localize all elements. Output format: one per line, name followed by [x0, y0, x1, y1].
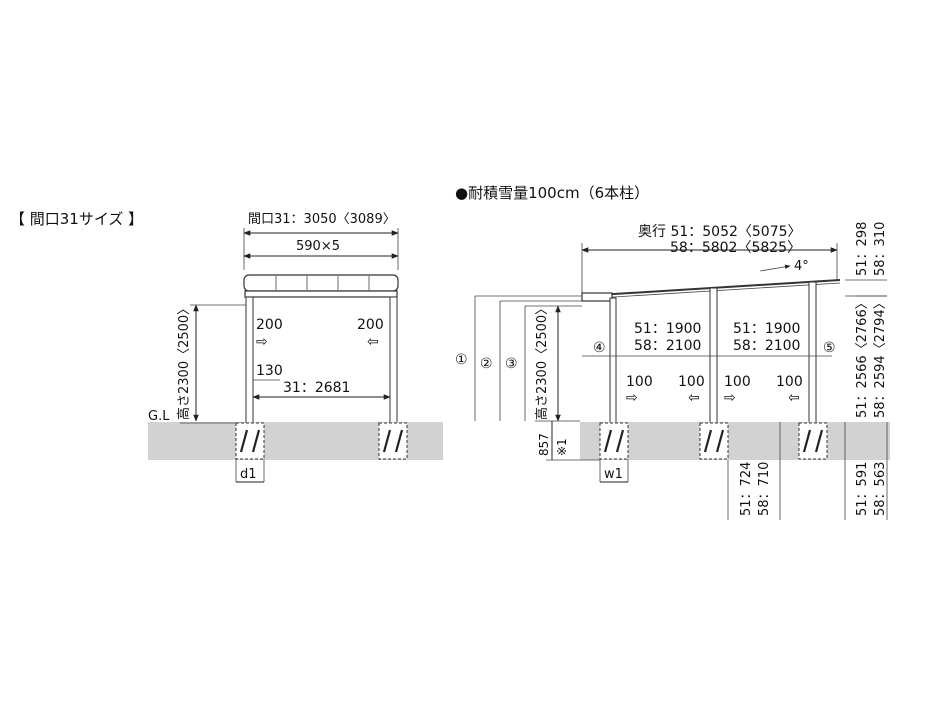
side-foundation-front	[599, 422, 629, 460]
arrow-left-icon-4: ⇦	[788, 390, 800, 406]
front-module-dimension: 590×5	[296, 239, 340, 254]
span-b-line-2: 58：2100	[733, 338, 800, 354]
circle-marker-1: ①	[455, 352, 468, 368]
roof-rise-2: 58：310	[873, 222, 888, 276]
front-inner-width-label: 31：2681	[283, 380, 350, 396]
rear-spacing-1: 51：591	[855, 462, 870, 516]
post-spacing-2: 58：710	[757, 462, 772, 516]
side-depth-dimension-2: 58：5802〈5825〉	[670, 240, 801, 256]
span-a-line-2: 58：2100	[634, 338, 701, 354]
front-height-dimension: 高さ2300〈2500〉	[176, 302, 192, 420]
arrow-left-icon-2: ⇦	[688, 390, 700, 406]
circle-marker-2: ②	[480, 356, 493, 372]
gl-label: G.L	[148, 409, 170, 424]
front-arrow-left-value: 200	[256, 317, 283, 333]
front-roof-panel	[243, 274, 399, 292]
side-post-rear	[808, 281, 817, 425]
slope-indicator	[759, 264, 791, 272]
front-arrow-right-value: 200	[357, 317, 384, 333]
span-b-line-1: 51：1900	[733, 321, 800, 337]
circle-marker-4: ④	[593, 340, 606, 356]
front-height-2: 58：2594〈2794〉	[873, 296, 888, 418]
side-post-front	[609, 297, 617, 425]
arrow-right-icon-1: ⇨	[626, 390, 638, 406]
post-spacing-1: 51：724	[739, 462, 754, 516]
front-roof-beam	[244, 290, 398, 298]
side-foundation-label: w1	[604, 467, 623, 482]
arrow-value-2: 100	[678, 374, 705, 390]
front-left-post	[245, 296, 254, 428]
circle-marker-3: ③	[505, 356, 518, 372]
circle-marker-5: ⑤	[823, 340, 836, 356]
side-ground	[580, 422, 890, 460]
roof-rise-1: 51：298	[855, 222, 870, 276]
front-left-foundation	[235, 422, 265, 460]
arrow-value-1: 100	[626, 374, 653, 390]
side-depth-dimension-1: 奥行 51：5052〈5075〉	[638, 223, 802, 240]
span-a-line-1: 51：1900	[634, 321, 701, 337]
rear-spacing-2: 58：563	[873, 462, 888, 516]
front-right-foundation	[378, 422, 408, 460]
arrow-right-icon-3: ⇨	[724, 390, 736, 406]
front-arrow-right-icon: ⇦	[367, 334, 379, 350]
slope-label: 4°	[794, 259, 809, 274]
side-foundation-middle	[699, 422, 729, 460]
front-foundation-label: d1	[240, 467, 257, 482]
front-view-title: 【 間口31サイズ 】	[10, 210, 143, 228]
arrow-value-3: 100	[724, 374, 751, 390]
embed-depth-label: 857	[537, 433, 551, 456]
front-width-dimension: 間口31：3050〈3089〉	[248, 212, 396, 227]
front-height-1: 51：2566〈2766〉	[855, 296, 870, 418]
side-view-title: ●耐積雪量100cm（6本柱）	[455, 184, 649, 202]
front-post-offset-label: 130	[256, 363, 283, 379]
side-height-dimension: 高さ2300〈2500〉	[534, 302, 550, 420]
front-view: 【 間口31サイズ 】 間口31：3050〈3089〉 590×5 G.L	[10, 210, 443, 483]
side-foundation-rear	[798, 422, 828, 460]
front-arrow-left-icon: ⇨	[256, 334, 268, 350]
side-gutter	[581, 292, 613, 302]
front-right-post	[389, 296, 398, 428]
arrow-value-4: 100	[776, 374, 803, 390]
embed-note-label: ※1	[555, 438, 569, 456]
side-view: ●耐積雪量100cm（6本柱） 奥行 51：5052〈5075〉 58：5802…	[455, 184, 890, 520]
